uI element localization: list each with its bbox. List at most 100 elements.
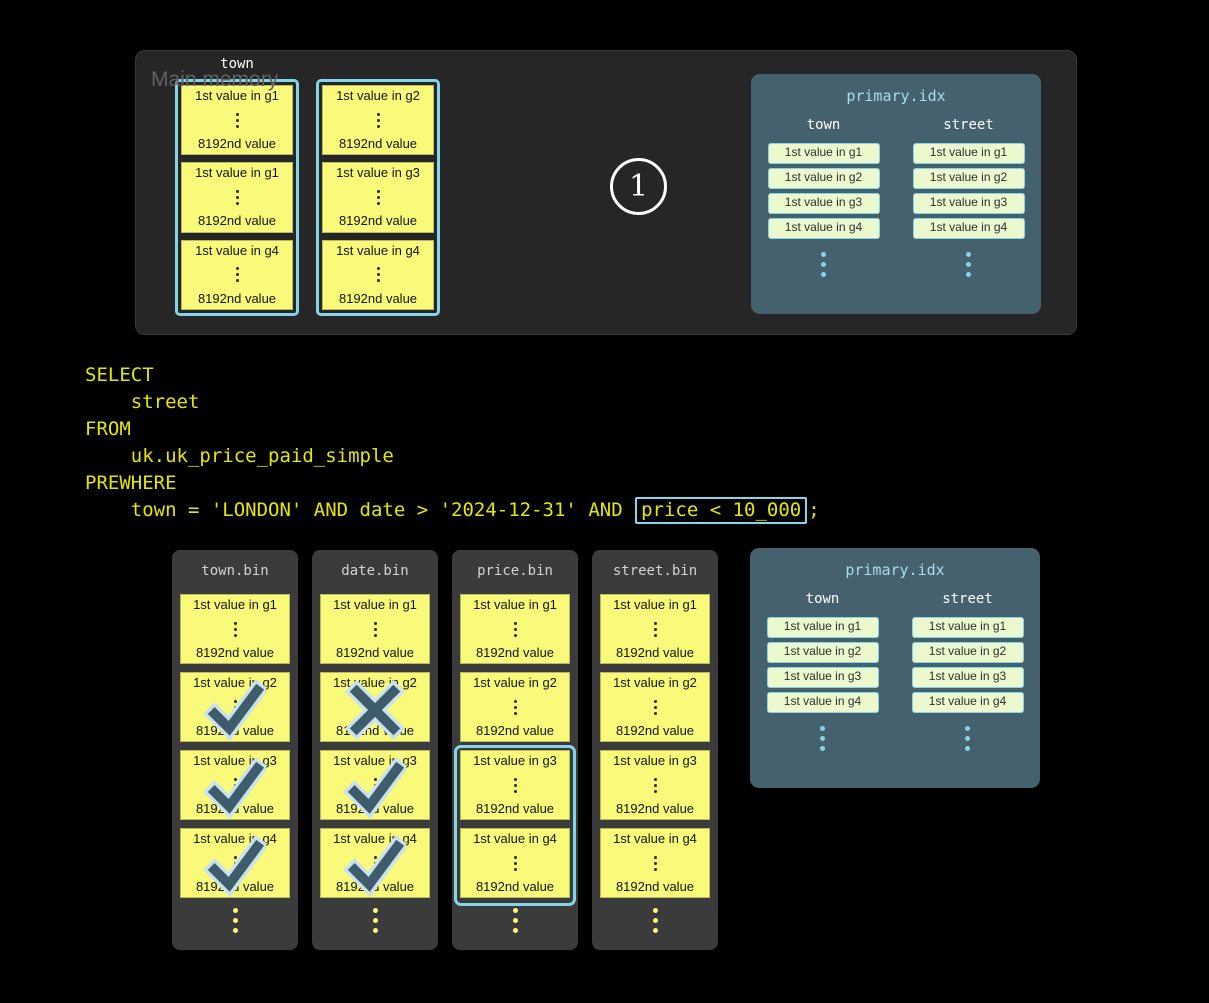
ellipsis-dot (376, 112, 380, 116)
ellipsis-dot (512, 918, 518, 923)
granule-last-value: 8192nd value (195, 644, 275, 660)
granule-last-value: 8192nd value (197, 290, 277, 306)
granule-first-value: 1st value in g4 (473, 831, 557, 846)
index-entry: 1st value in g2 (766, 642, 879, 663)
granule-last-value: 8192nd value (197, 136, 277, 152)
ellipsis-dot (513, 777, 517, 781)
index-entry: 1st value in g2 (911, 642, 1024, 663)
ellipsis-dot (652, 918, 658, 923)
granule-first-value: 1st value in g1 (193, 597, 277, 612)
ellipsis-dot (653, 699, 657, 703)
index-entry: 1st value in g4 (911, 692, 1024, 713)
granule-block: 1st value in g1 8192nd value (600, 594, 710, 664)
index-entry: 1st value in g1 (766, 617, 879, 638)
ellipsis-dot (373, 627, 377, 631)
index-entry: 1st value in g4 (767, 218, 880, 239)
granule-last-value: 8192nd value (338, 136, 418, 152)
granule-last-value: 8192nd value (197, 213, 277, 229)
ellipsis-dot (653, 867, 657, 871)
ellipsis-dot (653, 705, 657, 709)
sql-condition-line: town = 'LONDON' AND date > '2024-12-31' … (85, 497, 820, 524)
ellipsis-dot (653, 711, 657, 715)
cross-mark-icon (344, 679, 406, 741)
ellipsis-dot (235, 112, 239, 116)
granule-last-value: 8192nd value (475, 644, 555, 660)
ellipsis-dot (653, 783, 657, 787)
sql-line: uk.uk_price_paid_simple (85, 445, 394, 467)
check-mark-icon (343, 756, 409, 819)
ellipsis-dot (372, 928, 378, 933)
bin-ellipsis (172, 908, 298, 933)
index-column-header: town (805, 591, 840, 607)
bin-ellipsis (452, 908, 578, 933)
granule-ellipsis (653, 621, 657, 637)
ellipsis-dot (232, 928, 238, 933)
index-entry: 1st value in g4 (766, 692, 879, 713)
index-entry: 1st value in g3 (766, 667, 879, 688)
step-number-badge: 1 (610, 158, 667, 215)
bin-file-name: street.bin (612, 563, 698, 579)
ellipsis-dot (235, 279, 239, 283)
ellipsis-dot (513, 621, 517, 625)
sql-line: FROM (85, 418, 131, 440)
ellipsis-dot (373, 855, 377, 859)
ellipsis-dot (376, 189, 380, 193)
ellipsis-dot (513, 705, 517, 709)
index-ellipsis (821, 252, 826, 277)
index-column-header: town (806, 117, 841, 133)
ellipsis-dot (653, 861, 657, 865)
ellipsis-dot (235, 124, 239, 128)
granule-block: 1st value in g1 8192nd value (180, 594, 290, 664)
ellipsis-dot (235, 267, 239, 271)
granule-ellipsis (513, 855, 517, 871)
primary-index-panel-bottom: primary.idx town 1st value in g1 1st value … (750, 548, 1040, 788)
ellipsis-dot (513, 861, 517, 865)
ellipsis-dot (820, 726, 825, 731)
ellipsis-dot (513, 711, 517, 715)
granule-last-value: 8192nd value (615, 644, 695, 660)
granule-ellipsis (653, 699, 657, 715)
ellipsis-dot (513, 783, 517, 787)
index-entry: 1st value in g3 (912, 193, 1025, 214)
sql-line: street (85, 391, 200, 413)
ellipsis-dot (232, 918, 238, 923)
ellipsis-dot (512, 908, 518, 913)
index-entry: 1st value in g2 (767, 168, 880, 189)
primary-idx-title: primary.idx (846, 87, 946, 105)
granule-last-value: 8192nd value (335, 644, 415, 660)
granule-ellipsis (376, 112, 380, 128)
granule-first-value: 1st value in g1 (613, 597, 697, 612)
granule-first-value: 1st value in g4 (336, 242, 420, 258)
ellipsis-dot (233, 699, 237, 703)
sql-line: PREWHERE (85, 472, 177, 494)
ellipsis-dot (965, 746, 970, 751)
ellipsis-dot (235, 118, 239, 122)
ellipsis-dot (513, 699, 517, 703)
ellipsis-dot (653, 633, 657, 637)
bin-file-name: price.bin (477, 563, 553, 579)
primary-idx-title: primary.idx (845, 561, 945, 579)
ellipsis-dot (376, 124, 380, 128)
index-entry: 1st value in g3 (911, 667, 1024, 688)
ellipsis-dot (513, 867, 517, 871)
bin-ellipsis (312, 908, 438, 933)
ellipsis-dot (820, 746, 825, 751)
ellipsis-dot (821, 272, 826, 277)
bin-file-name: town.bin (201, 563, 269, 579)
